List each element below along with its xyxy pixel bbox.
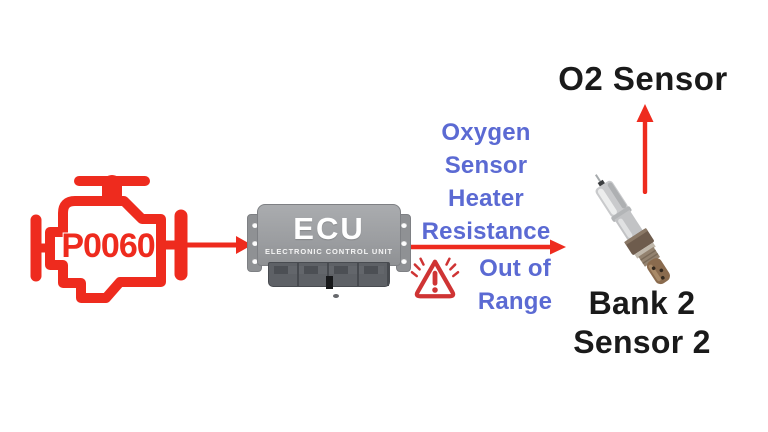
- fault-line: Range: [477, 288, 553, 315]
- sensor-highlight: [597, 188, 617, 215]
- oxygen-sensor-photo: [594, 174, 670, 285]
- ecu-mount-hole: [251, 240, 258, 246]
- ecu-connector-notch: [326, 276, 333, 289]
- ecu-mount-hole: [400, 258, 407, 264]
- red-arrow-right: [406, 239, 566, 255]
- bank-label-line: Sensor 2: [573, 324, 711, 360]
- sensor-washer: [634, 242, 656, 259]
- spark-line: [445, 257, 451, 266]
- ecu-body: ECU ELECTRONIC CONTROL UNIT: [257, 204, 401, 266]
- spark-line: [449, 263, 457, 271]
- ecu-mount-hole: [251, 258, 258, 264]
- check-engine-icon: P0060: [30, 175, 252, 303]
- sensor-vent-hole: [651, 266, 656, 271]
- ecu-mount-hole: [400, 222, 407, 228]
- fault-line: Resistance: [421, 218, 551, 245]
- ecu-title: ECU: [293, 211, 365, 246]
- o2-sensor-label: O2 Sensor: [558, 60, 728, 97]
- sensor-mid-body: [614, 209, 644, 242]
- engine-body: [45, 196, 166, 303]
- sensor-hex-nut: [624, 228, 654, 255]
- arrow-ecu-to-sensor-head: [550, 239, 566, 255]
- trouble-code-text: P0060: [61, 227, 154, 265]
- sensor-shade: [607, 182, 627, 209]
- ecu-connector-dividers: [269, 263, 389, 286]
- spark-line: [451, 270, 460, 278]
- sensor-vent-hole: [659, 268, 664, 273]
- fault-line: Heater: [448, 185, 524, 212]
- fault-line: Out of: [479, 255, 551, 282]
- ecu-mount-hole: [400, 240, 407, 246]
- sensor-collar: [611, 206, 632, 222]
- spark-line: [413, 263, 421, 271]
- sensor-thread-lines: [640, 249, 659, 265]
- fault-line: Oxygen: [441, 119, 531, 146]
- ecu-connector: [268, 262, 390, 289]
- sensor-tip-highlight: [648, 264, 661, 282]
- sensor-highlight: [618, 218, 633, 238]
- fault-text-upper: Oxygen Sensor Heater Resistance: [396, 116, 576, 248]
- warning-triangle-icon: [410, 257, 460, 299]
- sensor-thread: [638, 246, 661, 267]
- ecu-subtitle: ELECTRONIC CONTROL UNIT: [264, 247, 394, 256]
- sensor-vent-hole: [661, 276, 665, 280]
- sensor-hex-nut-edge: [624, 227, 648, 246]
- warning-exclamation-dot: [432, 287, 438, 293]
- spark-line: [419, 257, 425, 266]
- sensor-upper-body: [595, 180, 628, 218]
- bank-label-line: Bank 2: [588, 285, 696, 321]
- fault-text-lower: Out of Range: [440, 252, 590, 318]
- fault-line: Sensor: [444, 152, 528, 179]
- ecu-unit: ECU ELECTRONIC CONTROL UNIT: [247, 198, 411, 302]
- red-arrow-up: [636, 104, 654, 194]
- arrow-engine-to-ecu-head: [236, 236, 252, 254]
- ecu-mount-hole: [251, 222, 258, 228]
- spark-line: [410, 270, 419, 278]
- bank-sensor-label: Bank 2 Sensor 2: [552, 284, 732, 362]
- ecu-pin-dot: [333, 294, 339, 298]
- arrow-sensor-to-label-head: [636, 104, 654, 122]
